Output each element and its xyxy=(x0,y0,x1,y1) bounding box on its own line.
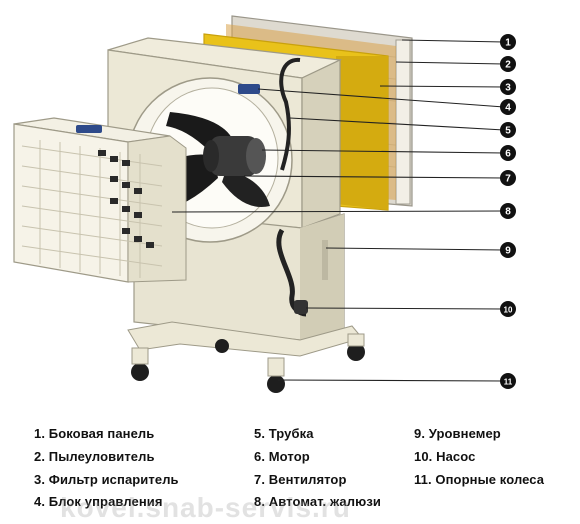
callout-dot xyxy=(500,122,516,138)
callout-5: 5 xyxy=(500,122,516,138)
callout-dot xyxy=(500,203,516,219)
leader-lines xyxy=(171,39,505,382)
legend-item-10: 10. Насос xyxy=(414,449,476,464)
control-unit-part xyxy=(238,84,260,94)
callout-dot xyxy=(500,145,516,161)
callout-dot xyxy=(500,99,516,115)
callout-number: 8 xyxy=(505,207,511,218)
legend-item-7: 7. Вентилятор xyxy=(254,472,347,487)
callout-9: 9 xyxy=(500,242,516,258)
callout-number: 11 xyxy=(504,378,513,387)
legend-item-3: 3. Фильтр испаритель xyxy=(34,472,179,487)
legend-item-4: 4. Блок управления xyxy=(34,494,163,509)
callout-number: 2 xyxy=(505,60,511,71)
callout-1: 1 xyxy=(500,34,516,50)
callout-number: 10 xyxy=(504,306,513,315)
callout-6: 6 xyxy=(500,145,516,161)
legend-item-1: 1. Боковая панель xyxy=(34,426,155,441)
callout-number: 3 xyxy=(505,83,511,94)
callout-7: 7 xyxy=(500,170,516,186)
watermark: kovel.snab-servis.ru xyxy=(60,492,351,523)
callout-10: 10 xyxy=(500,301,516,317)
legend-item-8: 8. Автомат. жалюзи xyxy=(254,494,381,509)
legend-item-2: 2. Пылеуловитель xyxy=(34,449,155,464)
callout-dot xyxy=(500,170,516,186)
legend-item-6: 6. Мотор xyxy=(254,449,310,464)
level-gauge-part xyxy=(322,240,328,280)
louver-panel-part xyxy=(13,117,187,283)
callout-dot xyxy=(500,56,516,72)
legend-item-5: 5. Трубка xyxy=(254,426,314,441)
callout-2: 2 xyxy=(500,56,516,72)
callout-number: 5 xyxy=(505,126,511,137)
callout-markers: 1 2 3 4 5 6 7 8 9 10 11 xyxy=(500,34,516,389)
callout-dot xyxy=(500,79,516,95)
callout-number: 7 xyxy=(505,174,511,185)
callout-number: 4 xyxy=(505,103,511,114)
callout-number: 9 xyxy=(505,246,511,257)
callout-dot xyxy=(500,301,516,317)
legend-item-11: 11. Опорные колеса xyxy=(414,472,545,487)
callout-dot xyxy=(500,242,516,258)
callout-4: 4 xyxy=(500,99,516,115)
wheel-base-part xyxy=(127,321,365,393)
pump-part xyxy=(294,300,308,314)
legend-item-9: 9. Уровнемер xyxy=(414,426,501,441)
callout-dot xyxy=(500,373,516,389)
callout-3: 3 xyxy=(500,79,516,95)
callout-11: 11 xyxy=(500,373,516,389)
motor-part xyxy=(203,136,266,176)
callout-number: 6 xyxy=(505,149,511,160)
callout-dot xyxy=(500,34,516,50)
callout-number: 1 xyxy=(505,38,511,49)
callout-8: 8 xyxy=(500,203,516,219)
